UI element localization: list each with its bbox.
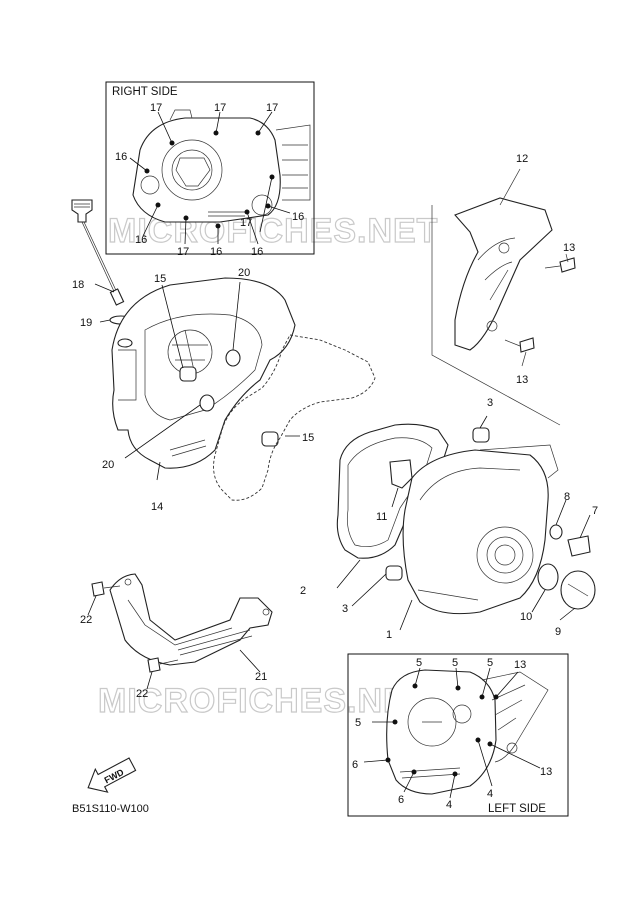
guard-bracket [87,573,273,690]
o-ring-10 [537,563,559,591]
callout-18: 18 [72,279,84,291]
callout-21: 21 [255,671,267,683]
callout-3: 3 [487,397,493,409]
callout-17: 17 [150,102,162,114]
bushing-20 [225,349,241,367]
bushing-20 [199,394,215,412]
callout-17: 17 [240,217,252,229]
fwd-arrow: FWD [87,757,137,793]
left-inset-title: LEFT SIDE [488,803,546,815]
callout-16: 16 [135,234,147,246]
callout-17: 17 [266,102,278,114]
callout-13: 13 [516,374,528,386]
callout-10: 10 [520,611,532,623]
bolt-22 [147,657,161,673]
callout-5: 5 [487,657,493,669]
bolt-22 [91,581,105,597]
callout-17: 17 [177,246,189,258]
bracket-11 [389,459,413,489]
callout-16: 16 [251,246,263,258]
callout-17: 17 [214,102,226,114]
callout-5: 5 [452,657,458,669]
left-side-inset: LEFT SIDE 5 5 5 13 5 [347,653,569,817]
sprocket-cover [431,168,576,426]
callout-12: 12 [516,153,528,165]
callout-16: 16 [210,246,222,258]
left-inset-frame [347,653,569,817]
watermark-bottom: MICROFICHES.NET [98,682,428,720]
callout-4: 4 [446,799,452,811]
dowel-pin-15 [179,366,197,382]
callout-13: 13 [514,659,526,671]
dowel-3 [385,565,403,581]
callout-2: 2 [300,585,306,597]
right-inset-frame [105,81,315,255]
callout-13: 13 [563,242,575,254]
right-inset-callouts: 17 17 17 16 16 16 17 16 17 16 [115,102,304,258]
callout-16: 16 [115,151,127,163]
right-side-inset: RIGHT SIDE 17 17 17 [105,81,315,258]
dowel-3 [472,427,490,443]
callout-9: 9 [555,626,561,638]
left-cover-drawing [386,669,549,795]
callout-20: 20 [102,459,114,471]
diagram-code: B51S110-W100 [72,803,149,815]
callout-11: 11 [376,511,387,523]
callout-22: 22 [136,688,148,700]
callout-4: 4 [487,788,493,800]
callout-1: 1 [386,629,392,641]
callout-6: 6 [398,794,404,806]
right-inset-title: RIGHT SIDE [112,86,178,98]
callout-14: 14 [151,501,163,513]
callout-5: 5 [416,657,422,669]
callout-16: 16 [292,211,304,223]
callout-22: 22 [80,614,92,626]
crankcase-left [111,277,300,481]
callout-7: 7 [592,505,598,517]
callout-8: 8 [564,491,570,503]
callout-15: 15 [302,432,314,444]
callout-5: 5 [355,717,361,729]
crankcase-gasket [213,334,376,501]
callout-20: 20 [238,267,250,279]
plug-7 [567,535,591,557]
crankcase-cover-left [336,415,596,631]
callout-19: 19 [80,317,92,329]
main-callouts: 1 2 3 3 7 8 9 10 11 12 13 13 14 15 15 18… [72,153,598,700]
callout-6: 6 [352,759,358,771]
callout-15: 15 [154,273,166,285]
callout-3: 3 [342,603,348,615]
left-inset-callouts: 5 5 5 13 5 6 6 4 4 13 [352,657,552,811]
dowel-pin-15 [261,431,279,447]
callout-13: 13 [540,766,552,778]
o-ring-8 [549,524,563,540]
